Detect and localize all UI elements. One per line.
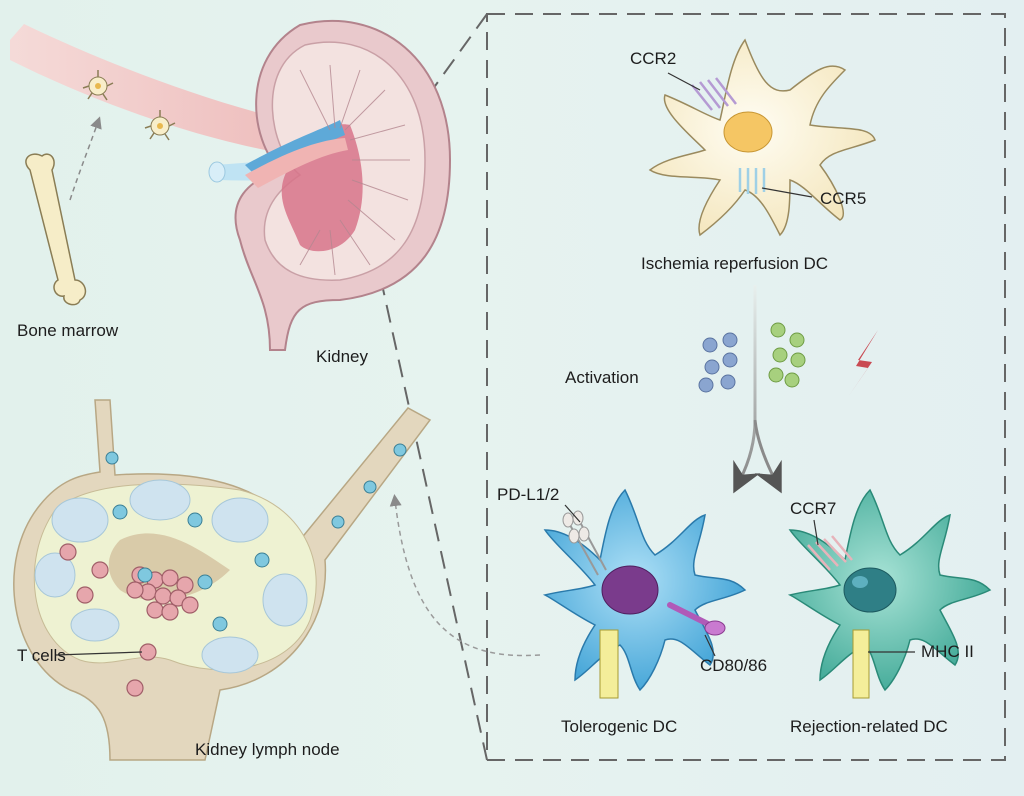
lymph-dc-group <box>105 443 407 632</box>
tolerogenic-dc-label: Tolerogenic DC <box>561 717 678 736</box>
rejection-related-dc <box>787 488 992 699</box>
activation-arrow-right <box>753 419 782 494</box>
lymph-node <box>13 399 432 761</box>
kidney-label: Kidney <box>316 347 368 366</box>
zoom-line-bottom <box>369 229 488 761</box>
activation-label: Activation <box>565 368 639 387</box>
bone-to-vessel-arrow <box>69 116 102 201</box>
ischemia-reperfusion-dc <box>648 38 876 237</box>
ischemia-dc-label: Ischemia reperfusion DC <box>641 254 829 273</box>
detail-panel-border <box>486 13 1006 761</box>
ccr7-pointer <box>813 519 819 546</box>
ccr2-label: CCR2 <box>630 49 677 68</box>
cytokines-blue <box>698 332 738 393</box>
mhc-ii-label: MHC II <box>921 642 974 661</box>
tolerogenic-dc <box>542 488 747 699</box>
pd-l1-2-label: PD-L1/2 <box>497 485 560 504</box>
ccr5-pointer <box>761 187 813 198</box>
pd-l1-2-pointer <box>564 504 581 523</box>
cytokines-green <box>768 322 806 388</box>
ccr2-pointer <box>667 72 701 91</box>
kidney-lymph-node-label: Kidney lymph node <box>195 740 340 759</box>
bone-icon <box>25 153 87 306</box>
dc-migration-arrow <box>389 494 541 657</box>
vessel-dc-1 <box>82 70 114 101</box>
t-cells-label: T cells <box>17 646 66 665</box>
bone-marrow-label: Bone marrow <box>17 321 119 340</box>
activation-arrow-left <box>733 285 761 494</box>
rejection-dc-label: Rejection-related DC <box>790 717 948 736</box>
kidney-organ <box>234 20 452 351</box>
cd80-86-pointer <box>704 634 716 657</box>
ccr7-label: CCR7 <box>790 499 837 518</box>
t-cells-pointer <box>55 651 143 656</box>
cd80-86-label: CD80/86 <box>700 656 768 675</box>
ccr5-label: CCR5 <box>820 189 867 208</box>
vessel-dc-2 <box>144 110 176 141</box>
lightning-icon <box>848 330 878 397</box>
